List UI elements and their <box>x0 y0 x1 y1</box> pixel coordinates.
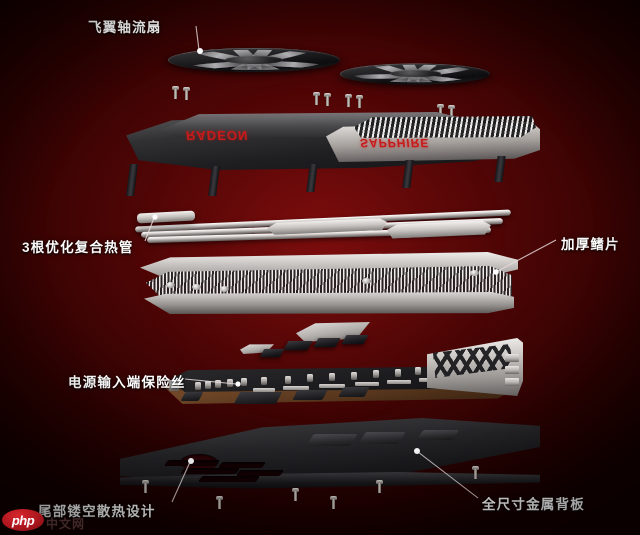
watermark: php 中文网 <box>0 505 150 535</box>
display-port <box>505 366 519 374</box>
callout-label-fan: 飞翼轴流扇 <box>88 20 162 35</box>
backplate-vent-slot <box>163 460 221 466</box>
callout-label-backplate: 全尺寸金属背板 <box>482 497 585 512</box>
screw <box>345 94 352 107</box>
screw <box>330 496 337 509</box>
backplate-vent-slot <box>235 470 285 476</box>
axial-fan-right <box>340 46 490 102</box>
display-port <box>505 354 519 362</box>
mount-pad <box>362 278 371 284</box>
backplate-raised-pad <box>358 432 406 444</box>
shroud-leg <box>126 164 138 196</box>
php-logo-icon: php <box>2 509 44 531</box>
backplate-vent-slot <box>217 462 267 468</box>
mount-pad <box>166 282 175 288</box>
pcb-layer <box>165 338 540 418</box>
screw <box>472 466 479 479</box>
mount-pad <box>192 284 201 290</box>
backplate-raised-pad <box>416 430 460 440</box>
screw <box>356 95 363 108</box>
axial-fan-left <box>168 28 340 92</box>
php-logo-text: php <box>11 512 35 528</box>
mount-pad <box>220 286 229 292</box>
fan-rim-highlight <box>340 63 490 85</box>
chiplet <box>313 338 341 347</box>
screw <box>292 488 299 501</box>
watermark-site-text: 中文网 <box>46 517 86 531</box>
screw <box>183 87 190 100</box>
screw <box>216 496 223 509</box>
fan-rim-highlight <box>168 48 340 72</box>
screw <box>313 92 320 105</box>
shroud-layer: RADEON SAPPHIRE <box>118 108 540 200</box>
fin-stack-layer <box>140 252 518 328</box>
chiplet <box>341 335 369 344</box>
radeon-logo: RADEON <box>185 128 250 143</box>
backplate-vent-slot <box>197 476 261 482</box>
screw <box>324 93 331 106</box>
callout-label-heatpipe: 3根优化复合热管 <box>22 240 134 255</box>
callout-label-fins: 加厚鳍片 <box>561 237 620 252</box>
backplate-vent-slot <box>179 468 241 474</box>
mount-pad <box>470 270 479 276</box>
screw <box>172 86 179 99</box>
chiplet <box>283 341 313 350</box>
fin-stack-base <box>144 292 514 314</box>
heatpipe-layer <box>135 206 511 252</box>
screw <box>376 480 383 493</box>
screw <box>142 480 149 493</box>
shroud-leg <box>494 156 506 182</box>
heatpipe-tip <box>136 210 196 224</box>
callout-label-fuse: 电源输入端保险丝 <box>68 375 186 390</box>
shroud-fin-strip <box>353 116 536 138</box>
backplate-layer <box>120 418 540 514</box>
sapphire-logo: SAPPHIRE <box>359 136 431 150</box>
shroud-leg <box>208 166 220 196</box>
display-port <box>505 378 519 386</box>
backplate-raised-pad <box>306 434 358 446</box>
